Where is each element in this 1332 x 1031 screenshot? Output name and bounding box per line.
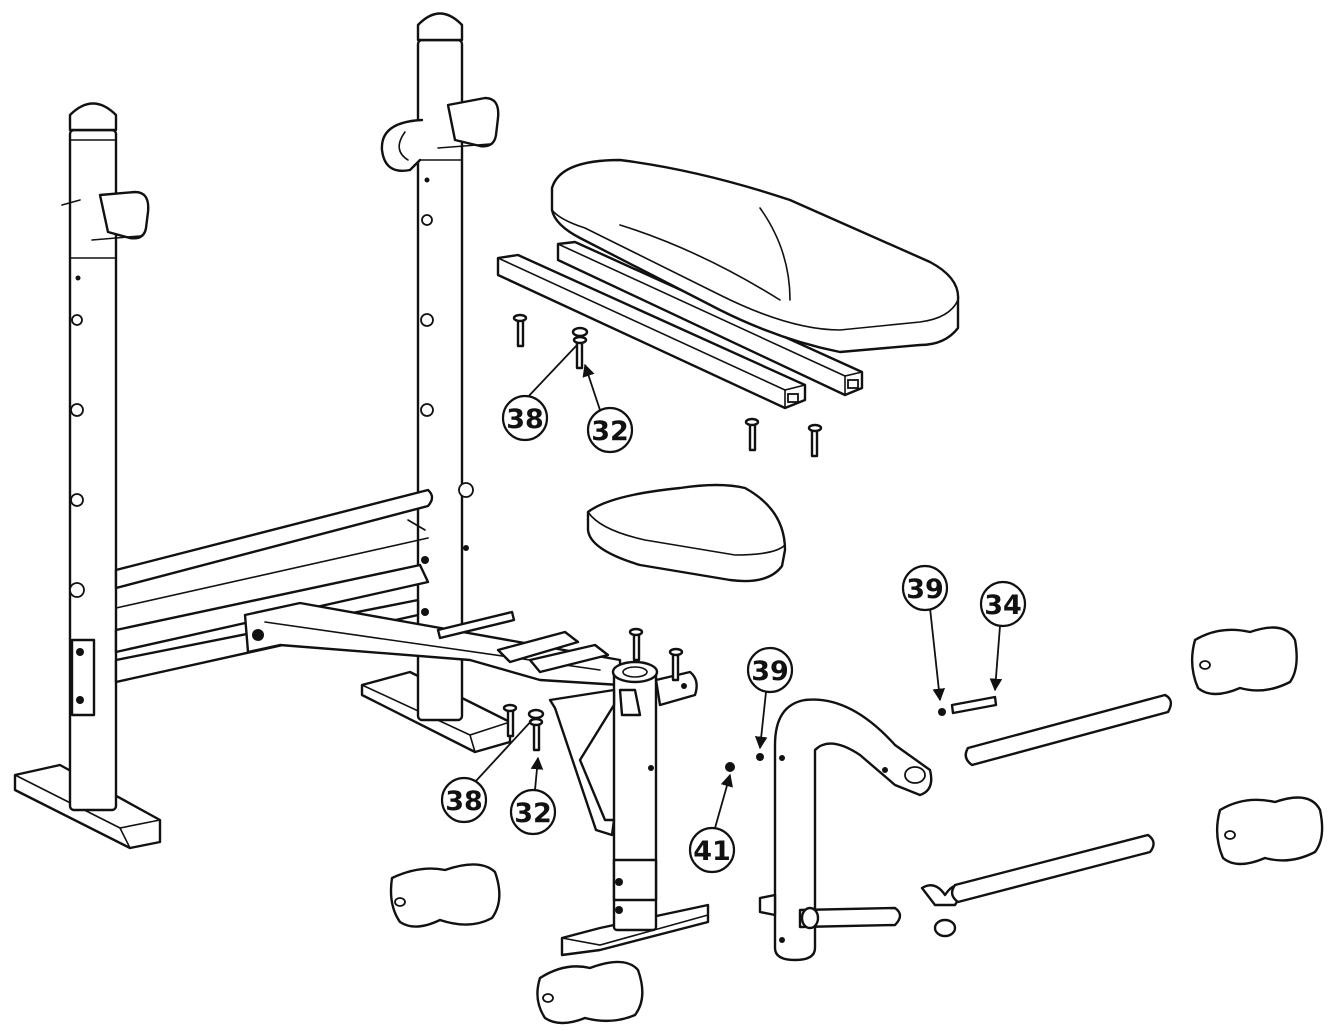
callout-41-label: 41: [693, 836, 731, 867]
callout-32-bottom: [509, 788, 557, 836]
callout-38-bottom: [440, 776, 488, 824]
callout-38-top-label: 38: [506, 404, 544, 435]
seat-rails: [496, 240, 864, 410]
main-rail: [243, 601, 622, 687]
callout-39-lower: [746, 646, 794, 694]
callout-32-top: [586, 406, 634, 454]
callout-32-bottom-label: 32: [514, 798, 552, 829]
callout-38-top: [501, 394, 549, 442]
foam-rollers: [389, 626, 1324, 1025]
right-upright: [360, 12, 512, 754]
leg-attachment: [725, 693, 1173, 962]
bolts: [502, 313, 823, 752]
callout-34: [979, 580, 1027, 628]
callout-39-upper: [901, 564, 949, 612]
callout-41: [688, 826, 736, 874]
callout-32-top-label: 32: [591, 416, 629, 447]
seat-pad: [586, 483, 787, 583]
front-leg: [548, 660, 710, 957]
callout-38-bottom-label: 38: [445, 786, 483, 817]
callout-39-lower-label: 39: [751, 656, 789, 687]
callout-34-label: 34: [984, 590, 1022, 621]
left-upright: [13, 102, 162, 850]
callout-39-upper-label: 39: [906, 574, 944, 605]
back-pad: [550, 158, 960, 354]
callouts: 38 32 39 34 39 41 38 32: [440, 344, 1027, 874]
